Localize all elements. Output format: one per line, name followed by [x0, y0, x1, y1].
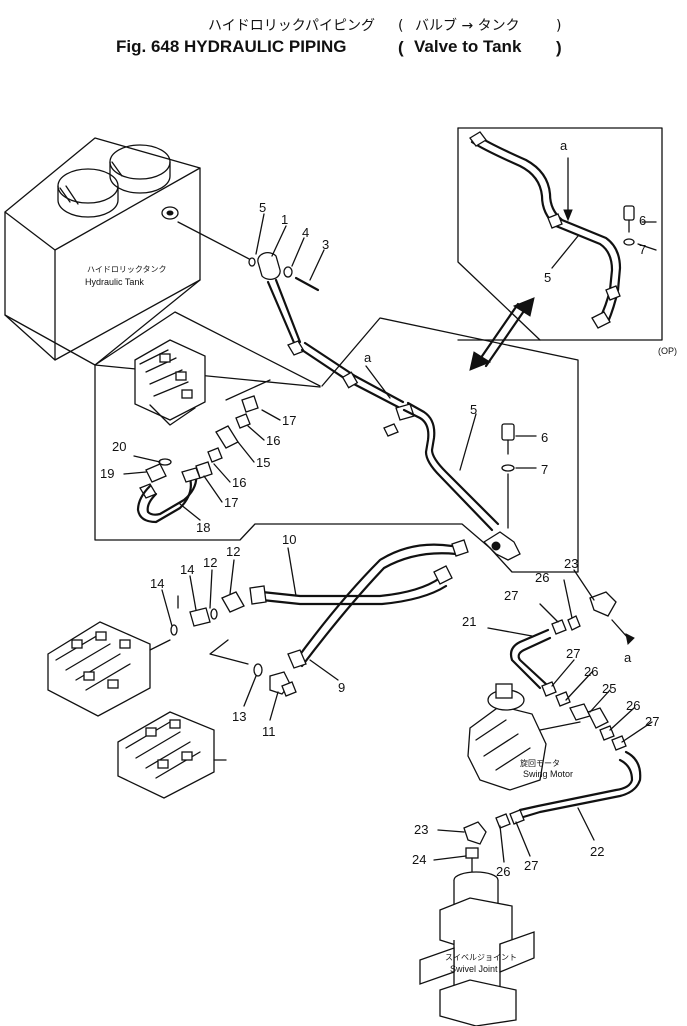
swing-motor: 旋回モータ Swing Motor — [467, 683, 581, 791]
callout-7: 7 — [541, 462, 548, 477]
callout-21: 21 — [462, 614, 476, 629]
callout-26-a: 26 — [535, 570, 549, 585]
fittings-11-14 — [170, 591, 245, 636]
callout-27-b: 27 — [566, 646, 580, 661]
callout-16-lower: 16 — [232, 475, 246, 490]
callout-leaders — [123, 213, 653, 863]
callout-12-upper: 12 — [203, 555, 217, 570]
callout-7-op: 7 — [639, 242, 646, 257]
callout-2: 5 — [259, 200, 266, 215]
callout-6-op: 6 — [639, 213, 646, 228]
callout-12-lower: 13 — [232, 709, 246, 724]
callout-11: 12 — [226, 544, 240, 559]
callout-16-upper: 16 — [266, 433, 280, 448]
callout-5: 5 — [470, 402, 477, 417]
pipe-9-hose-8 — [249, 539, 469, 669]
pipe-21-and-fittings — [509, 591, 642, 820]
double-arrow — [469, 297, 535, 371]
callout-25: 25 — [602, 681, 616, 696]
callout-17-upper: 17 — [282, 413, 296, 428]
callout-9: 10 — [282, 532, 296, 547]
callout-13: 14 — [180, 562, 194, 577]
motor-label-jp: 旋回モータ — [520, 758, 560, 768]
callout-27-a: 27 — [504, 588, 518, 603]
callout-14: 14 — [150, 576, 164, 591]
title-en-close: ) — [556, 38, 562, 57]
option-label: (OP) — [658, 346, 677, 356]
fittings-10-12 — [209, 639, 297, 697]
callout-6: 6 — [541, 430, 548, 445]
callout-4: 4 — [302, 225, 309, 240]
control-valve-left — [47, 621, 171, 717]
callout-5-op: 5 — [544, 270, 551, 285]
callout-3: 3 — [322, 237, 329, 252]
title-jp: ハイドロリックパイピング — [208, 18, 375, 34]
option-inset: (OP) — [457, 127, 677, 356]
leader-line — [177, 221, 256, 263]
title-en-open: ( — [398, 38, 404, 57]
callout-24: 24 — [412, 852, 426, 867]
title-jp-sub: バルブ → タンク — [415, 17, 520, 34]
joint-label-en: Swivel Joint — [450, 964, 498, 974]
callout-a: a — [364, 350, 372, 365]
tank-label-en: Hydraulic Tank — [85, 277, 144, 287]
callout-10: 11 — [262, 724, 276, 739]
elbow-hose-18 — [136, 458, 201, 524]
callout-1: 1 — [281, 212, 288, 227]
callout-26-b: 26 — [584, 664, 598, 679]
title-en: Fig. 648 HYDRAULIC PIPING — [116, 37, 346, 56]
fittings-23-27-lower — [463, 809, 525, 877]
control-valve-upper — [134, 339, 206, 426]
callout-26-d: 26 — [496, 864, 510, 879]
assembly-outline — [94, 364, 491, 549]
joint-label-jp: スイベルジョイント — [445, 953, 517, 962]
callout-23-upper: 23 — [564, 556, 578, 571]
assembly-outline — [321, 317, 579, 573]
callout-27-c: 27 — [645, 714, 659, 729]
callout-26-c: 26 — [626, 698, 640, 713]
callout-labels: 5 1 4 3 6 7 5 a 5 a 6 7 17 16 15 16 17 1… — [100, 138, 659, 879]
callout-27-d: 27 — [524, 858, 538, 873]
bolt-and-washer — [501, 423, 537, 529]
title-jp-open: ( — [398, 18, 403, 34]
callout-19: 19 — [100, 466, 114, 481]
fittings-15-17 — [195, 379, 271, 479]
callout-18: 18 — [196, 520, 210, 535]
assembly-outline — [94, 311, 321, 387]
callout-a-op: a — [560, 138, 568, 153]
callout-8: 9 — [338, 680, 345, 695]
control-valve-lower — [117, 711, 227, 799]
callout-17-lower: 17 — [224, 495, 238, 510]
callout-23-lower: 23 — [414, 822, 428, 837]
swivel-joint: スイベルジョイント Swivel Joint — [419, 871, 535, 1026]
title-en-sub: Valve to Tank — [414, 37, 522, 56]
tank-label-jp: ハイドロリックタンク — [87, 265, 167, 274]
figure-title: ハイドロリックパイピング ( バルブ → タンク ) Fig. 648 HYDR… — [116, 17, 562, 57]
callout-20: 20 — [112, 439, 126, 454]
callout-15: 15 — [256, 455, 270, 470]
callout-a-lower: a — [624, 650, 632, 665]
title-jp-close: ) — [556, 18, 561, 34]
motor-label-en: Swing Motor — [523, 769, 573, 779]
callout-22: 22 — [590, 844, 604, 859]
hydraulic-tank: ハイドロリックタンク Hydraulic Tank — [4, 137, 201, 366]
